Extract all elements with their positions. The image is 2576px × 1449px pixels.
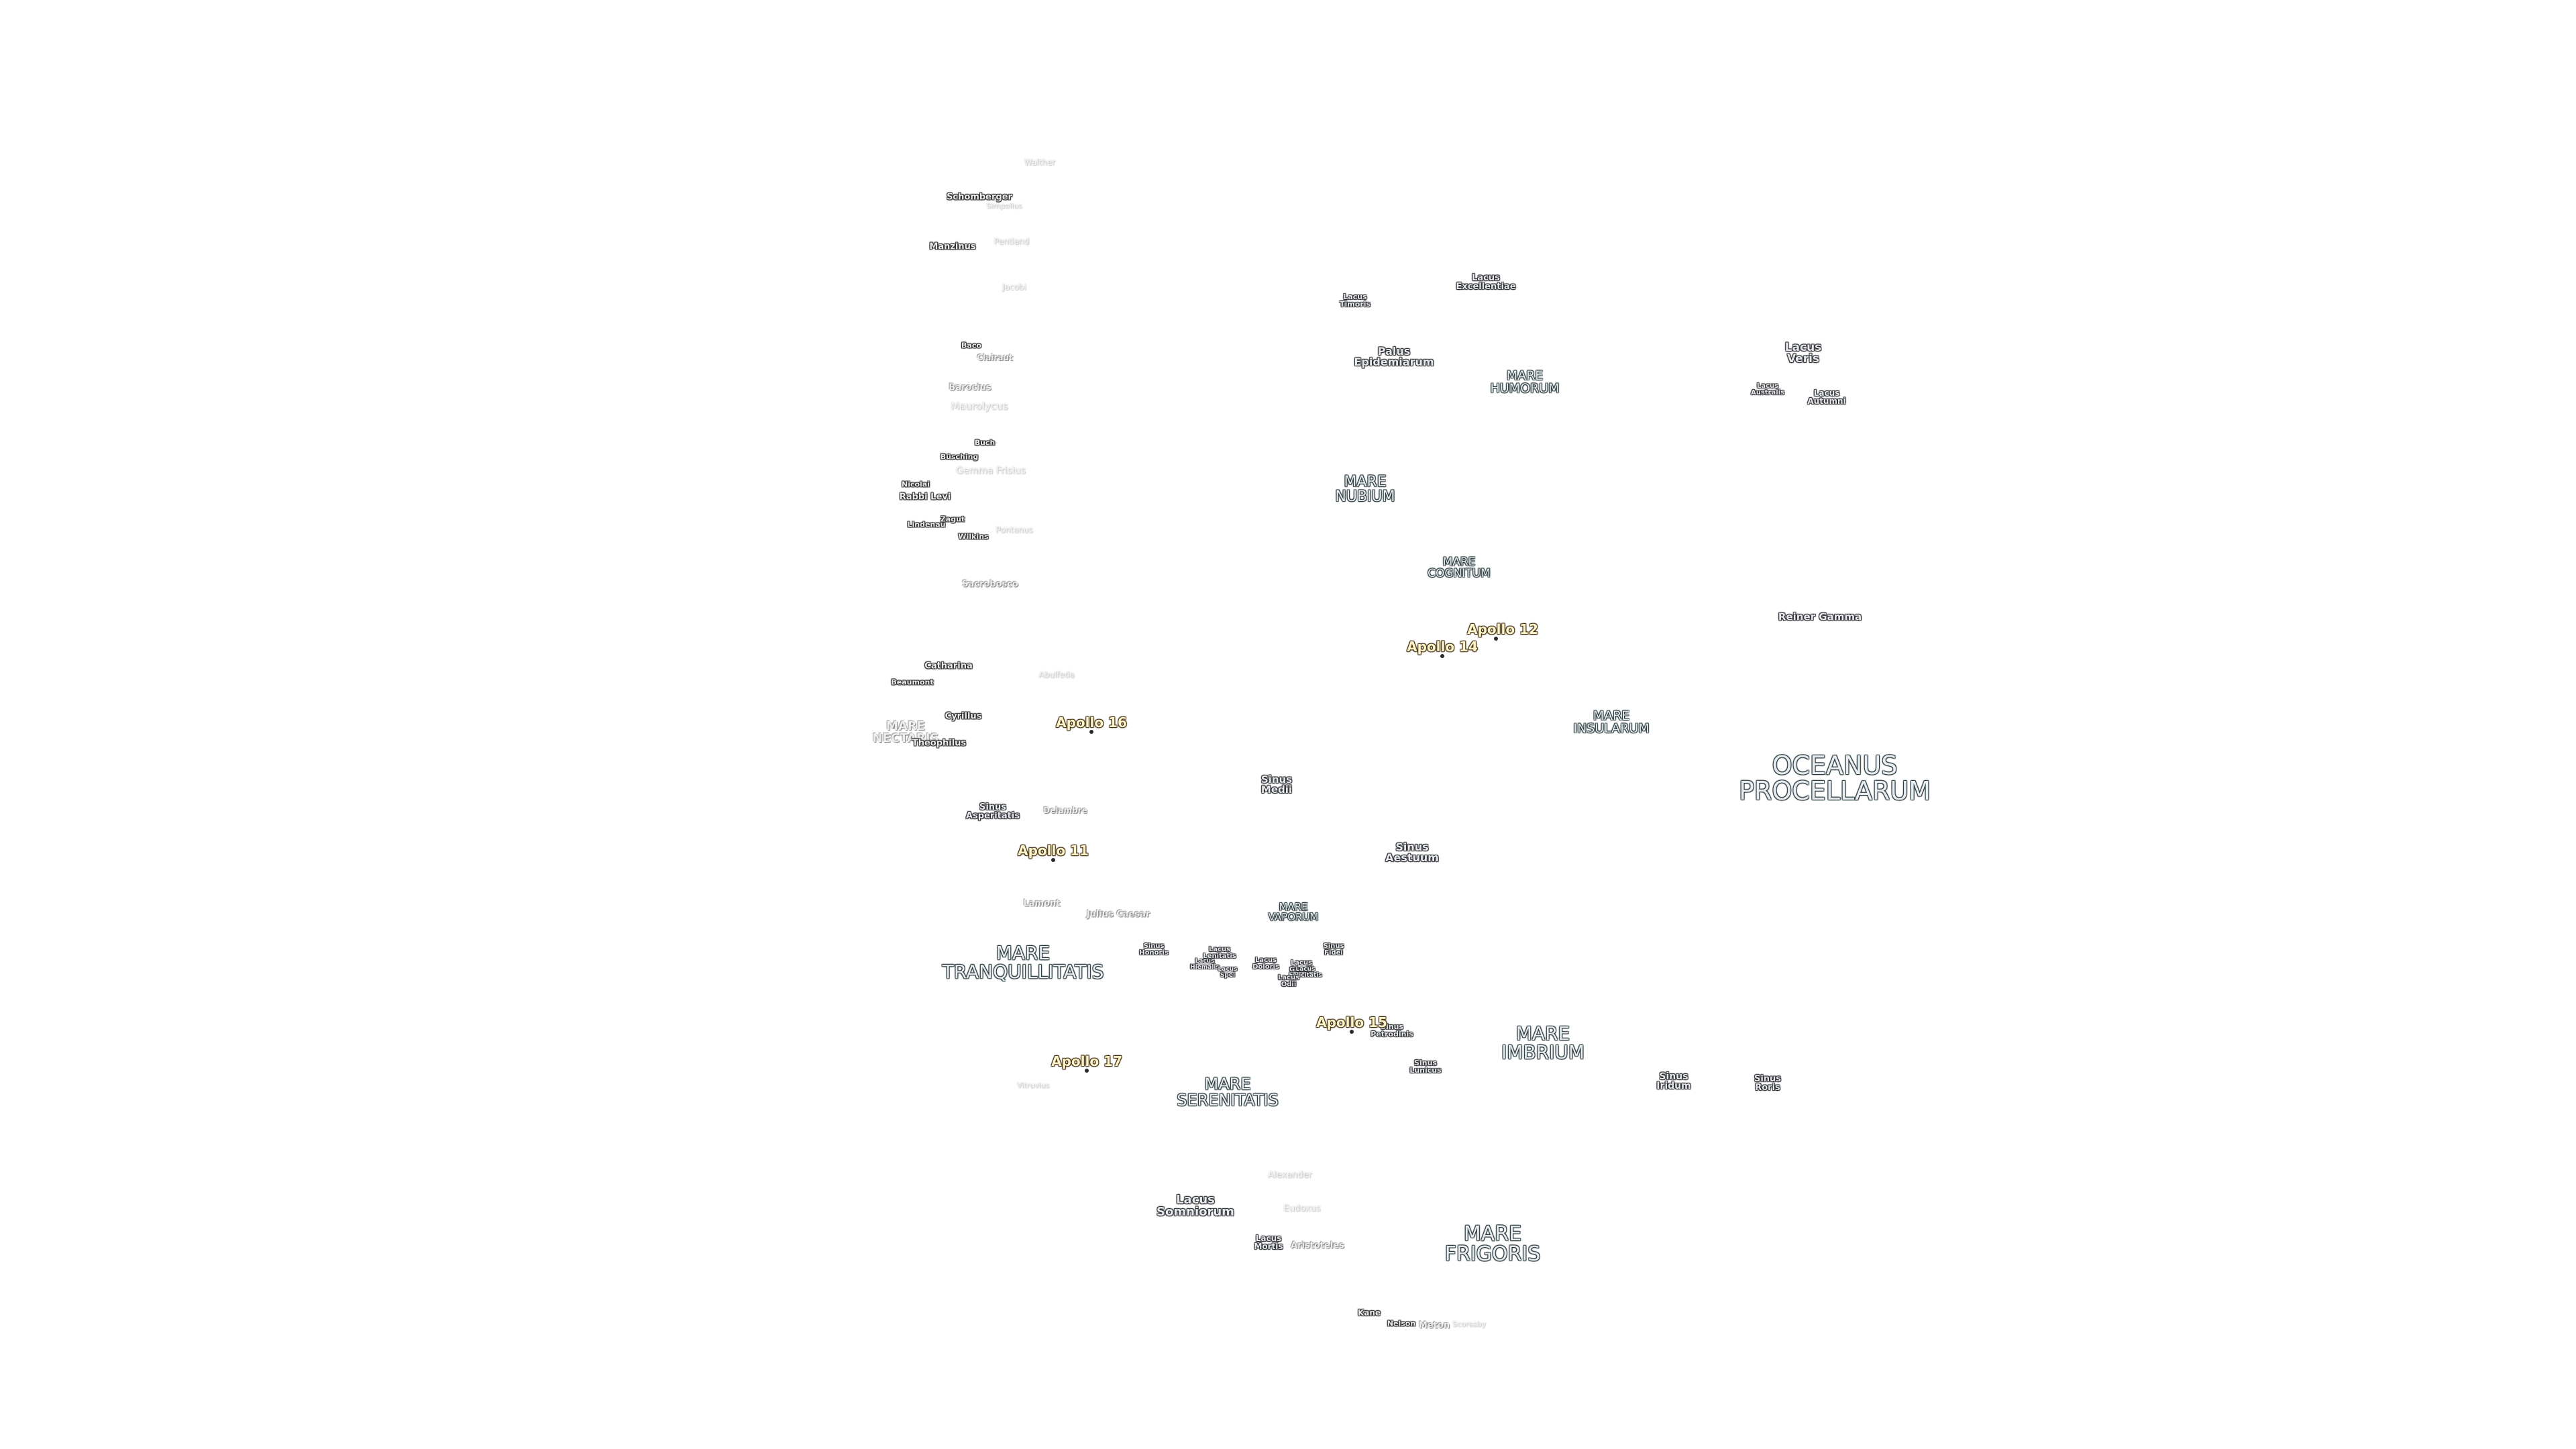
label-mare-nectaris: MARE NECTARIS — [872, 719, 939, 745]
label-mare-serenitatis: MARE SERENITATIS — [1177, 1075, 1279, 1110]
label-crater-lamont: Lamont — [1023, 898, 1061, 909]
label-mare-frigoris: MARE FRIGORIS — [1444, 1222, 1541, 1266]
label-crater-pentland: Pentland — [994, 237, 1030, 246]
label-crater-alexander: Alexander — [1268, 1170, 1312, 1181]
landing-site-apollo-11 — [1051, 858, 1055, 862]
label-sinus-fidei: Sinus Fidei — [1323, 943, 1344, 957]
label-mare-vaporum: MARE VAPORUM — [1268, 901, 1319, 923]
label-crater-zagut: Zagut — [940, 515, 965, 524]
label-crater-abulfeda: Abulfeda — [1038, 670, 1075, 680]
label-mare-cognitum: MARE COGNITUM — [1428, 555, 1491, 580]
label-palus-epidemiarum: Palus Epidemiarum — [1354, 345, 1434, 368]
landing-site-apollo-17 — [1085, 1069, 1089, 1073]
label-crater-wilkins: Wilkins — [958, 532, 989, 541]
label-crater-gemma-frisius: Gemma Frisius — [956, 466, 1026, 476]
label-lacus-excellentiae: Lacus Excellentiae — [1456, 273, 1516, 292]
label-lacus-veris: Lacus Veris — [1784, 341, 1822, 366]
label-apollo-12: Apollo 12 — [1467, 621, 1538, 637]
label-crater-manzinus: Manzinus — [929, 241, 976, 252]
label-sinus-aestuum: Sinus Aestuum — [1385, 841, 1439, 864]
label-lacus-odii: Lacus Odii — [1277, 974, 1300, 988]
label-sinus-asperitatis: Sinus Asperitatis — [965, 802, 1020, 821]
label-apollo-15: Apollo 15 — [1316, 1014, 1387, 1030]
label-crater-theophilus: Theophilus — [912, 738, 967, 749]
label-crater-pontanus: Pontanus — [996, 525, 1033, 535]
label-lacus-timoris: Lacus Timoris — [1339, 292, 1371, 309]
label-sinus-roris: Sinus Roris — [1754, 1074, 1782, 1093]
label-lacus-lenitatis: Lacus Lenitatis — [1203, 946, 1236, 960]
landing-site-apollo-15 — [1350, 1030, 1354, 1034]
label-mare-imbrium: MARE IMBRIUM — [1501, 1022, 1585, 1063]
label-crater-eudoxus: Eudoxus — [1283, 1203, 1321, 1214]
label-sinus-lunicus: Sinus Lunicus — [1409, 1059, 1442, 1075]
label-reiner-gamma: Reiner Gamma — [1778, 610, 1862, 623]
label-lacus-somniorum: Lacus Somniorum — [1157, 1193, 1234, 1219]
label-crater-busching: Büsching — [940, 452, 979, 462]
label-apollo-11: Apollo 11 — [1018, 843, 1089, 859]
label-crater-baco: Baco — [961, 341, 981, 350]
label-crater-beaumont: Beaumont — [891, 678, 934, 687]
landing-site-apollo-16 — [1089, 730, 1093, 734]
label-crater-clairaut: Clairaut — [977, 353, 1013, 362]
label-mare-humorum: MARE HUMORUM — [1490, 368, 1560, 396]
label-sinus-medii: Sinus Medii — [1260, 773, 1293, 796]
label-lacus-gaudii: Lacus Gaudii — [1289, 959, 1314, 973]
label-crater-delambre: Delambre — [1043, 806, 1087, 815]
label-apollo-16: Apollo 16 — [1056, 714, 1127, 731]
label-crater-cyrillus: Cyrillus — [945, 711, 982, 722]
label-crater-schomberger: Schomberger — [947, 192, 1012, 203]
label-crater-barocius: Barocius — [949, 382, 991, 393]
label-crater-walther: Walther — [1024, 158, 1056, 167]
label-crater-nelson: Nelson — [1387, 1319, 1416, 1328]
label-crater-vitruvius: Vitruvius — [1016, 1081, 1050, 1090]
label-crater-sacrobosco: Sacrobosco — [962, 579, 1018, 590]
label-lacus-australis: Lacus Australis — [1750, 382, 1785, 396]
label-sinus-honoris: Sinus Honoris — [1139, 943, 1169, 957]
label-lacus-felicitatis: Lacus Felicitatis — [1289, 966, 1322, 979]
label-lacus-autumni: Lacus Autumni — [1807, 388, 1846, 406]
landing-site-apollo-14 — [1440, 654, 1444, 658]
label-mare-nubium: MARE NUBIUM — [1335, 474, 1395, 505]
label-crater-nicolai: Nicolai — [901, 480, 930, 489]
label-sinus-petrodinis: Sinus Petrodinis — [1371, 1022, 1413, 1038]
label-apollo-14: Apollo 14 — [1407, 639, 1478, 655]
label-oceanus-procellarum: OCEANUS PROCELLARUM — [1739, 751, 1931, 806]
label-lacus-spei: Lacus Spei — [1218, 966, 1238, 979]
label-crater-rabbi-levi: Rabbi Levi — [899, 492, 951, 502]
label-apollo-17: Apollo 17 — [1051, 1053, 1122, 1069]
label-crater-scoresby: Scoresby — [1452, 1320, 1487, 1329]
label-mare-insularum: MARE INSULARUM — [1573, 708, 1650, 736]
label-lacus-mortis: Lacus Mortis — [1254, 1234, 1283, 1251]
label-sinus-iridum: Sinus Iridum — [1656, 1071, 1691, 1091]
label-crater-lindenau: Lindenau — [907, 520, 946, 529]
label-mare-tranquillitatis: MARE TRANQUILLITATIS — [942, 942, 1104, 983]
label-lacus-doloris: Lacus Doloris — [1252, 957, 1279, 971]
label-crater-julius-caesar: Julius Caesar — [1086, 909, 1150, 920]
label-crater-catharina: Catharina — [924, 661, 973, 672]
label-crater-maurolycus: Maurolycus — [951, 400, 1008, 413]
label-crater-jacobi: Jacobi — [1002, 282, 1026, 292]
label-lacus-hiemalis: Lacus Hiemalis — [1190, 958, 1220, 971]
label-crater-kane: Kane — [1357, 1308, 1381, 1318]
label-crater-aristoteles: Aristoteles — [1291, 1240, 1344, 1251]
label-crater-simpelius: Simpelius — [986, 201, 1022, 211]
landing-site-apollo-12 — [1494, 637, 1498, 641]
label-crater-buch: Buch — [974, 438, 996, 447]
label-crater-meton: Meton — [1418, 1320, 1450, 1331]
